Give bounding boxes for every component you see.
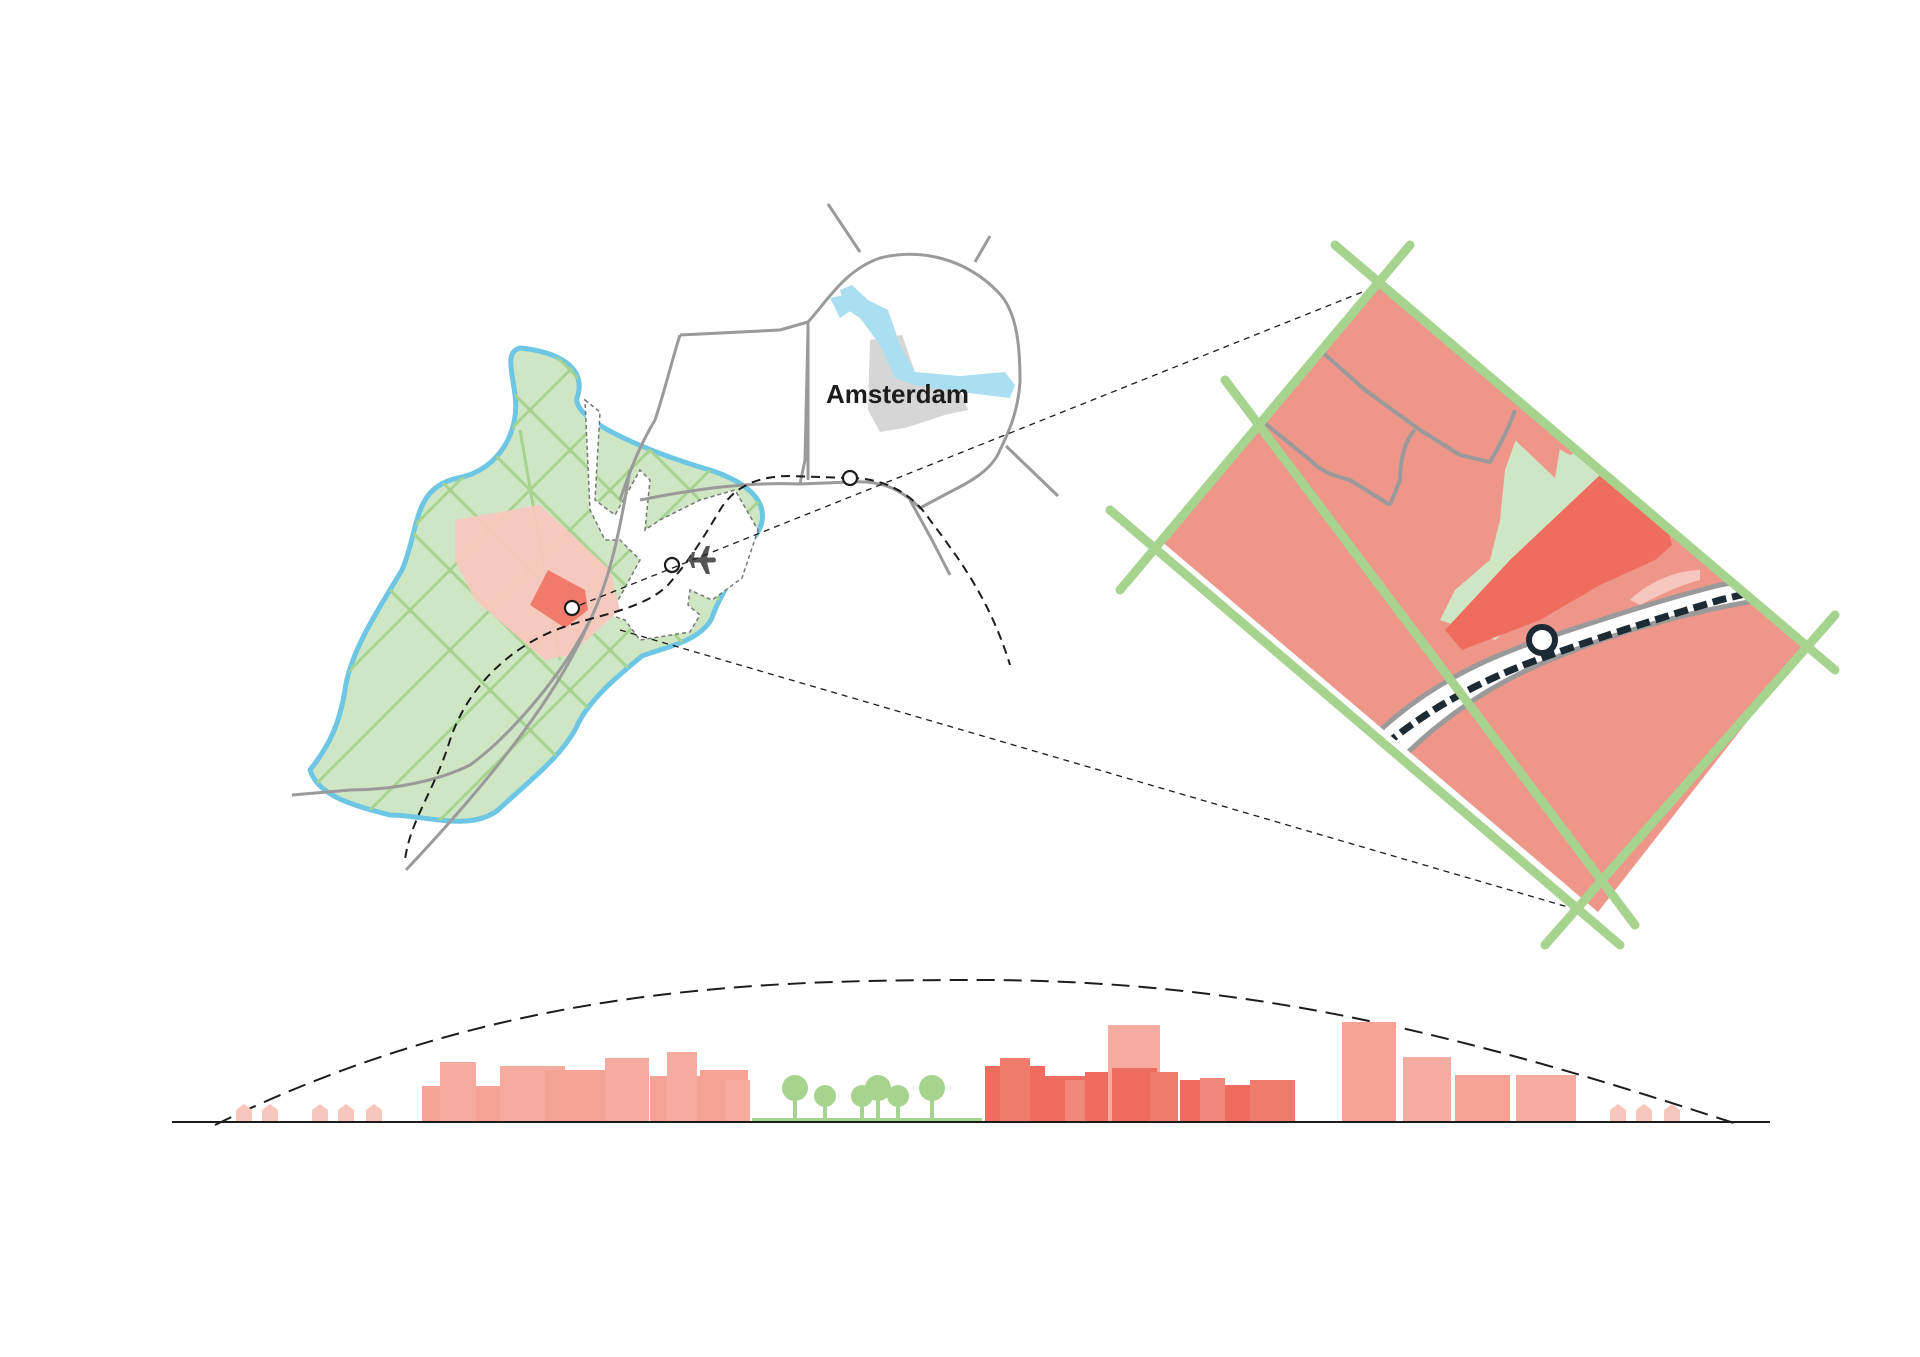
- frame-streets: [1105, 240, 1840, 950]
- water-harbour: [830, 294, 852, 318]
- park-strip: [752, 1118, 982, 1122]
- rail-line-detail: [1382, 584, 1771, 748]
- low-rise-houses: [236, 1104, 1680, 1122]
- plot: [1630, 570, 1700, 605]
- station-icon: [1526, 624, 1558, 656]
- airport-area: [584, 398, 759, 641]
- zoom-lines: [579, 284, 1586, 913]
- rail-line-regional: [404, 474, 1011, 861]
- station-icon: [563, 599, 581, 617]
- city-label: Amsterdam: [826, 379, 969, 409]
- trees: [782, 1075, 945, 1122]
- building-cluster-centre: [985, 1025, 1295, 1122]
- station-icon: [841, 469, 859, 487]
- station-development-area: [1445, 475, 1672, 650]
- skyline-section: [172, 978, 1770, 1126]
- regional-map: Amsterdam: [291, 203, 1060, 872]
- regional-roads: [291, 203, 1060, 872]
- height-envelope-curve: [214, 978, 1741, 1126]
- plot: [1515, 410, 1560, 478]
- internal-streets: [1253, 348, 1517, 507]
- station-icon: [663, 556, 681, 574]
- water-body: [840, 285, 1015, 398]
- building-cluster-west: [422, 1052, 750, 1122]
- building-cluster-east: [1342, 1022, 1576, 1122]
